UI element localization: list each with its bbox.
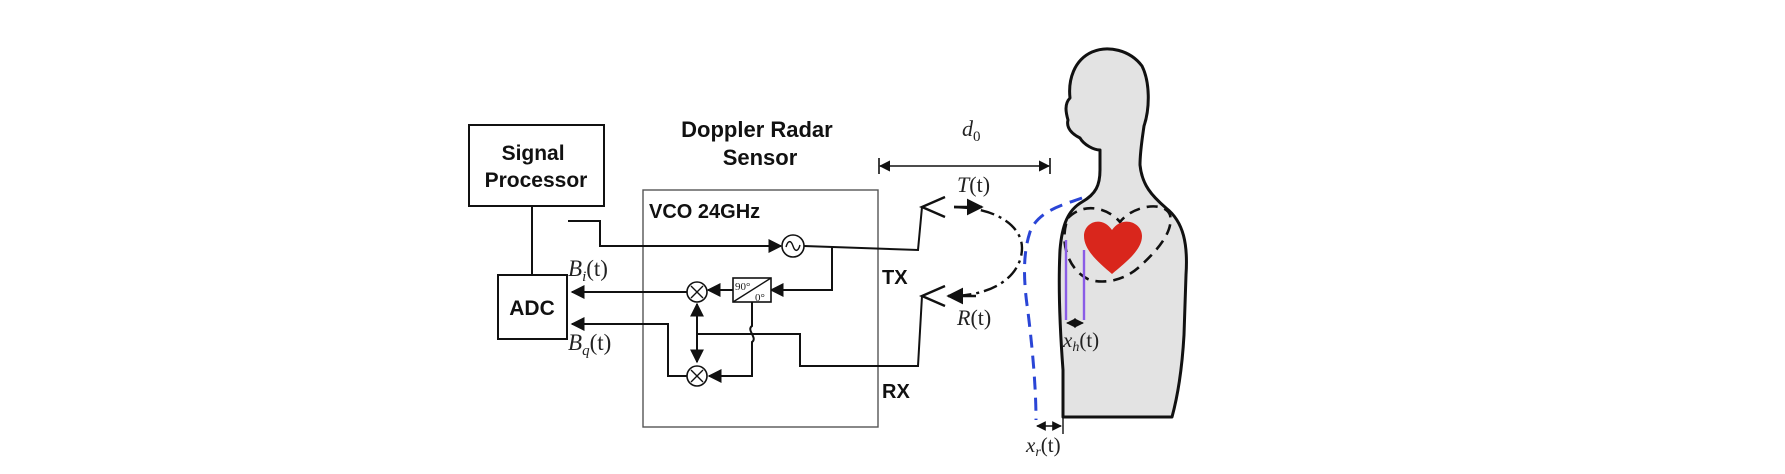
radar-sensor-title: Doppler Radar Sensor <box>681 117 839 170</box>
phase-shifter-90-label: 90° <box>735 281 750 293</box>
processor-to-vco-line <box>568 220 783 253</box>
wave-propagation-path <box>951 205 1024 298</box>
tt-label: T(t) <box>957 172 990 197</box>
mixer-i-cross <box>690 285 704 299</box>
tx-label: TX <box>882 267 908 289</box>
xh-label: xh(t) <box>1062 328 1099 355</box>
shifter-to-mixer-q-line <box>707 302 755 383</box>
bi-label: Bi(t) <box>568 256 608 285</box>
signal-processor-block <box>468 124 605 207</box>
vco-sine-glyph <box>785 240 801 252</box>
chest-wall-displacement-path <box>1023 196 1083 421</box>
rx-antenna-icon <box>918 284 946 308</box>
rx-label: RX <box>882 381 910 403</box>
phase-shifter-0-label: 0° <box>755 292 765 304</box>
rt-label: R(t) <box>956 305 991 330</box>
vco-to-tx-line <box>803 206 923 252</box>
xr-label: xr(t) <box>1025 433 1061 460</box>
d0-label: d0 <box>962 116 981 145</box>
phase-shifter-diagonal <box>732 277 772 303</box>
vco-to-shifter-line <box>769 247 833 297</box>
signal-processor-label: Signal Processor <box>485 142 588 192</box>
bq-label: Bq(t) <box>568 330 611 359</box>
tx-antenna-icon <box>918 195 946 219</box>
radar-sensor-block <box>642 189 879 428</box>
mixer-q-cross <box>690 369 704 383</box>
rx-receive-line <box>697 295 923 367</box>
adc-label: ADC <box>509 297 555 320</box>
heart-icon <box>1084 221 1142 274</box>
bq-output-line <box>570 317 687 377</box>
vco-label: VCO 24GHz <box>649 201 760 223</box>
